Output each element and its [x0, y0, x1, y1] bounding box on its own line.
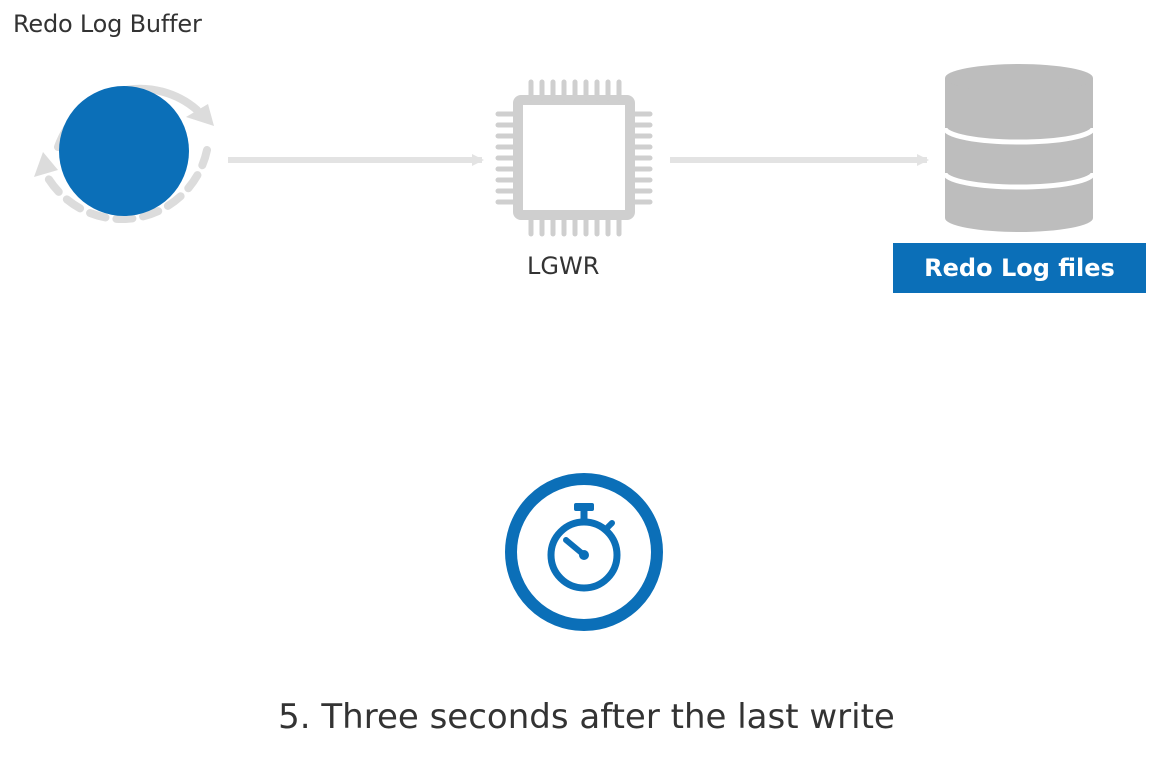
lgwr-process-label: LGWR	[527, 252, 600, 280]
redo-log-files-label: Redo Log files	[924, 254, 1115, 282]
stopwatch-icon	[505, 473, 663, 631]
redo-log-buffer-label: Redo Log Buffer	[13, 10, 202, 38]
redo-log-files-label-box: Redo Log files	[893, 243, 1146, 293]
cpu-chip-icon	[495, 79, 653, 237]
step-caption: 5. Three seconds after the last write	[278, 697, 895, 737]
database-icon	[942, 64, 1096, 232]
buffer-refresh-icon	[34, 84, 214, 223]
